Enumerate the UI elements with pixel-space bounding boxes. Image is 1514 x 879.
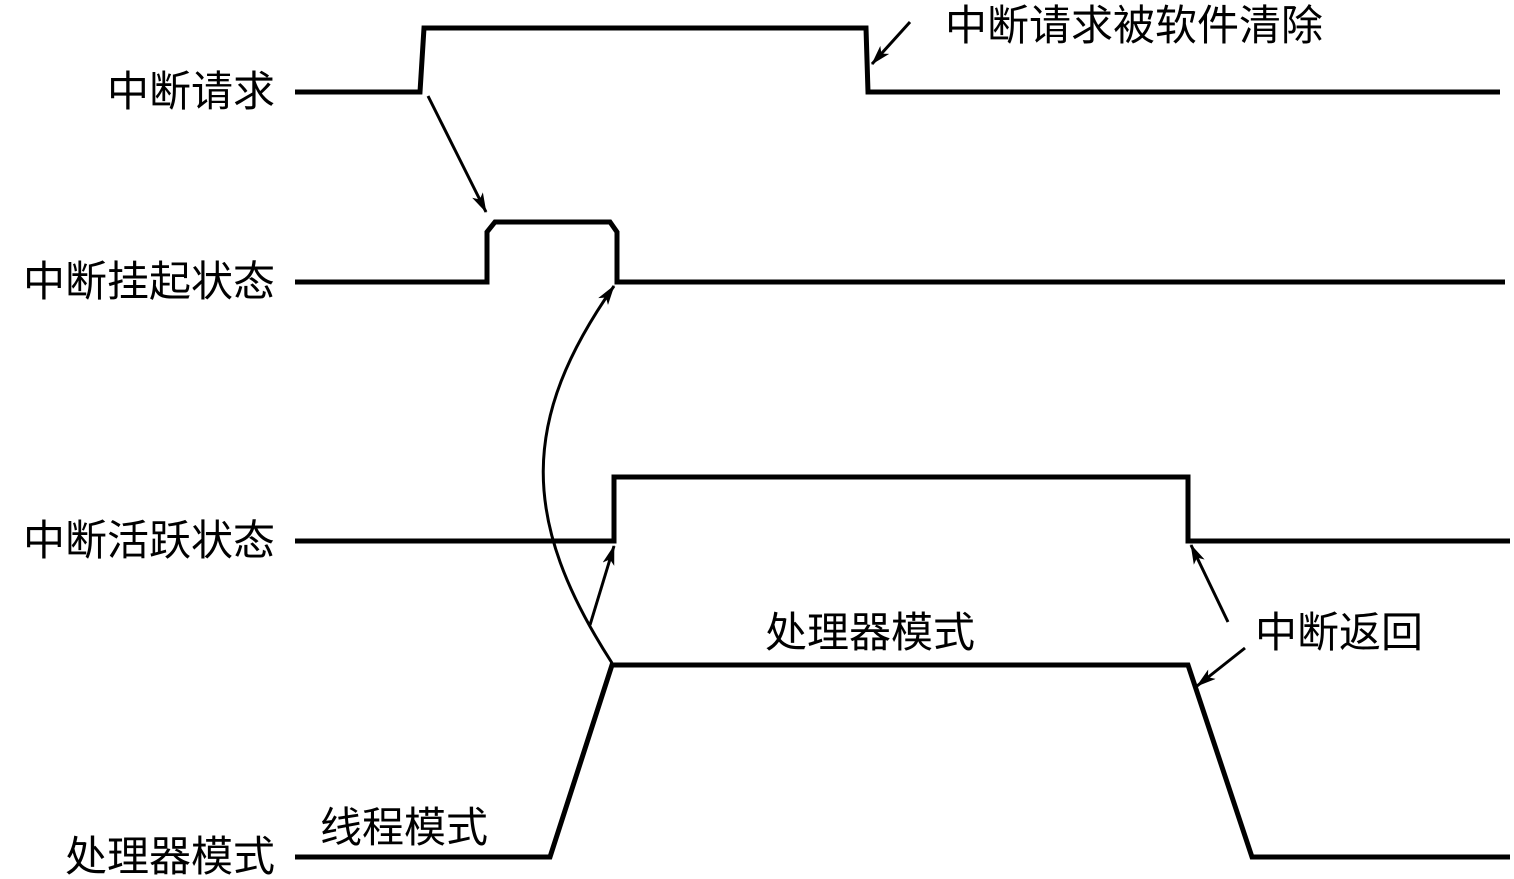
arrow-return-to-active: [1189, 544, 1230, 623]
annotation-request-cleared: 中断请求被软件清除: [945, 1, 1323, 50]
signal-label-interrupt-request: 中断请求: [107, 67, 275, 116]
annotation-interrupt-return: 中断返回: [1255, 608, 1423, 657]
arrow-mode-to-pending-clear: [541, 285, 616, 664]
arrow-cleared-pointer: [870, 20, 912, 66]
waveform-active-state: [295, 474, 1510, 544]
annotation-handler-mode: 处理器模式: [765, 608, 975, 657]
waveform-processor-mode: [295, 662, 1510, 860]
signal-label-processor-mode: 处理器模式: [65, 832, 275, 879]
arrow-return-to-mode: [1196, 646, 1246, 688]
waveform-interrupt-request: [295, 25, 1500, 95]
waveform-pending-state: [295, 219, 1505, 285]
signal-label-pending-state: 中断挂起状态: [23, 257, 275, 306]
signal-label-active-state: 中断活跃状态: [23, 516, 275, 565]
arrow-request-to-pending: [426, 95, 488, 213]
annotation-thread-mode: 线程模式: [320, 803, 488, 852]
arrow-mode-to-active: [588, 545, 616, 626]
